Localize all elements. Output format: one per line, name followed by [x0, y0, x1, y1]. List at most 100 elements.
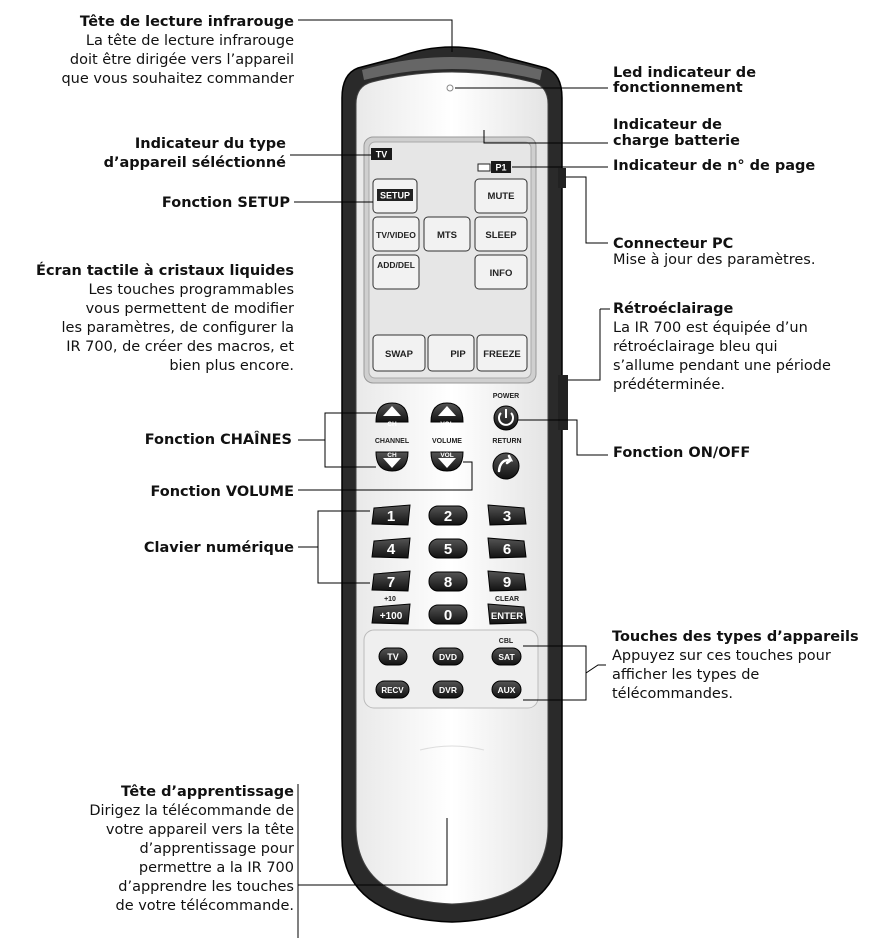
digit-key-2[interactable]	[428, 505, 468, 526]
freeze-softkey[interactable]	[476, 334, 528, 372]
lcd-softkeys: SETUP MUTE TV/VIDEO MTS SLEEP ADD/DEL IN…	[372, 178, 528, 372]
digit-key-7-label: 7	[387, 574, 395, 591]
swap-softkey[interactable]	[372, 334, 426, 372]
mts-softkey-label: MTS	[437, 230, 457, 241]
battery-icon	[477, 163, 491, 172]
channel-up-button[interactable]	[375, 402, 409, 423]
callout-ir-head: Tête de lecture infrarouge La tête de le…	[0, 13, 294, 89]
callout-desc: prédéterminée.	[613, 377, 725, 393]
return-button[interactable]	[492, 452, 520, 480]
sleep-softkey[interactable]	[474, 216, 528, 252]
device-type-badge-text: TV	[376, 150, 388, 160]
power-label: POWER	[493, 393, 519, 400]
callout-title: Tête d’apprentissage	[121, 784, 294, 800]
callout-title: Connecteur PC	[613, 236, 734, 252]
device-key-dvr-label: DVR	[439, 685, 457, 695]
numeric-keypad: 1 2 3 4 5 6 7 8 9 +10 CLEAR +100 0 ENTER	[371, 504, 527, 625]
digit-key-0-label: 0	[444, 607, 452, 624]
mute-softkey[interactable]	[474, 178, 528, 214]
volume-down-button[interactable]	[430, 451, 464, 472]
channel-down-label: CH	[387, 452, 397, 459]
callout-desc: Mise à jour des paramètres.	[613, 252, 816, 268]
callout-learning: Tête d’apprentissage Dirigez la télécomm…	[0, 783, 294, 916]
plus10-label: +10	[384, 596, 396, 603]
digit-key-1-label: 1	[387, 508, 395, 525]
device-key-dvd-label: DVD	[439, 652, 457, 662]
callout-page-indicator: Indicateur de n° de page	[613, 157, 893, 176]
volume-up-button[interactable]	[430, 402, 464, 423]
device-key-tv[interactable]	[378, 647, 408, 666]
digit-key-9-label: 9	[503, 574, 511, 591]
callout-desc: votre appareil vers la tête	[105, 822, 294, 838]
device-key-sat[interactable]	[491, 647, 522, 666]
callout-desc: de votre télécommande.	[115, 898, 294, 914]
callout-desc: Appuyez sur ces touches pour	[612, 648, 831, 664]
callout-title: Tête de lecture infrarouge	[79, 14, 294, 30]
callout-title: Touches des types d’appareils	[612, 629, 859, 645]
callout-desc: les paramètres, de configurer la	[61, 320, 294, 336]
return-label: RETURN	[492, 438, 521, 445]
device-key-sat-label: SAT	[498, 652, 515, 662]
callout-onoff: Fonction ON/OFF	[613, 444, 883, 463]
digit-key-6[interactable]	[487, 537, 527, 559]
callout-desc: Dirigez la télécommande de	[89, 803, 294, 819]
channel-down-button[interactable]	[375, 451, 409, 472]
device-key-aux[interactable]	[491, 680, 522, 699]
callout-title: Rétroéclairage	[613, 301, 734, 317]
callout-title: Indicateur du type	[134, 136, 286, 152]
info-softkey-label: INFO	[490, 268, 513, 279]
power-icon	[498, 412, 514, 426]
device-key-recv[interactable]	[375, 680, 410, 699]
digit-key-3-label: 3	[503, 508, 511, 525]
digit-key-8[interactable]	[428, 571, 468, 592]
swap-softkey-label: SWAP	[385, 349, 414, 360]
tvvideo-softkey[interactable]	[372, 216, 420, 252]
device-key-dvr[interactable]	[432, 680, 464, 699]
mute-softkey-label: MUTE	[488, 191, 515, 202]
callout-title: Led indicateur de	[613, 65, 757, 81]
clear-label: CLEAR	[495, 596, 519, 603]
digit-key-5[interactable]	[428, 538, 468, 559]
callout-desc: La tête de lecture infrarouge	[85, 33, 294, 49]
callout-desc: vous permettent de modifier	[85, 301, 294, 317]
callout-title: Clavier numérique	[143, 540, 294, 556]
freeze-softkey-label: FREEZE	[483, 349, 520, 360]
pip-softkey-label: PIP	[450, 349, 466, 360]
digit-key-9[interactable]	[487, 570, 527, 592]
callout-title: Fonction SETUP	[161, 195, 290, 211]
adddel-softkey[interactable]	[372, 254, 420, 290]
pip-softkey[interactable]	[427, 334, 475, 372]
callout-desc: bien plus encore.	[169, 358, 294, 374]
callout-title: Fonction VOLUME	[150, 484, 294, 500]
pc-connector	[558, 168, 566, 188]
callout-desc: La IR 700 est équipée d’un	[613, 320, 808, 336]
callout-desc: IR 700, de créer des macros, et	[66, 339, 294, 355]
digit-key-0[interactable]	[428, 604, 468, 625]
enter-key[interactable]	[487, 603, 527, 625]
callout-title: Écran tactile à cristaux liquides	[36, 263, 294, 279]
device-key-dvd[interactable]	[432, 647, 464, 666]
digit-key-4-label: 4	[387, 541, 396, 558]
device-type-badge	[371, 148, 392, 160]
digit-key-3[interactable]	[487, 504, 527, 526]
device-key-tv-label: TV	[387, 652, 399, 662]
callout-desc: Les touches programmables	[88, 282, 294, 298]
digit-key-6-label: 6	[503, 541, 511, 558]
digit-key-4[interactable]	[371, 537, 411, 559]
callout-device-type: Indicateur du type d’appareil séléctionn…	[0, 135, 286, 173]
mts-softkey[interactable]	[423, 216, 471, 252]
callout-channels: Fonction CHAÎNES	[0, 431, 292, 450]
callout-desc: d’apprentissage pour	[139, 841, 294, 857]
info-softkey[interactable]	[474, 254, 528, 290]
callout-title: Indicateur de n° de page	[613, 158, 816, 174]
volume-down-label: VOL	[440, 452, 453, 459]
volume-label: VOLUME	[432, 438, 462, 445]
callout-device-keys: Touches des types d’appareils Appuyez su…	[612, 628, 894, 704]
callout-volume: Fonction VOLUME	[0, 483, 294, 502]
digit-key-1[interactable]	[371, 504, 411, 526]
callout-title: fonctionnement	[613, 80, 743, 96]
plus100-key[interactable]	[371, 603, 411, 625]
digit-key-7[interactable]	[371, 570, 411, 592]
backlight-side-button[interactable]	[558, 375, 568, 430]
